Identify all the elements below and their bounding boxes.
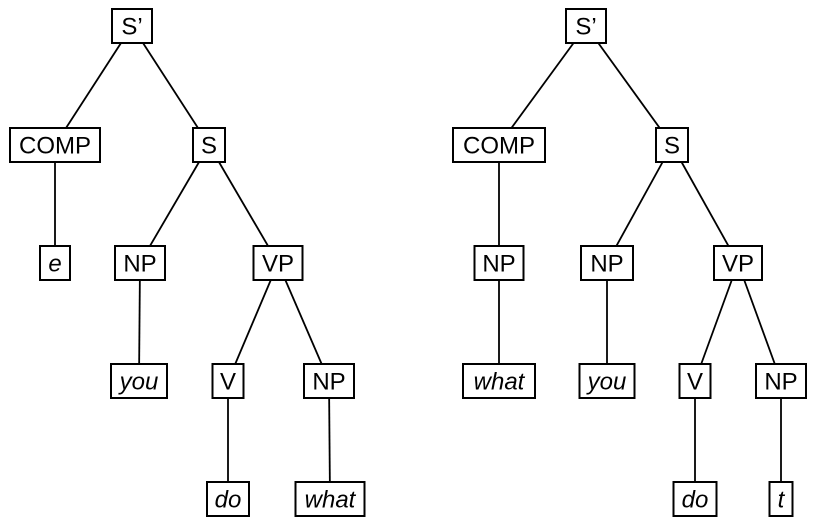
node-box [111,8,153,44]
node-box [713,245,763,281]
node-box [655,127,689,163]
node-label: NP [312,369,345,396]
right-tree: S’ COMP S NP NP VP what you V NP do t [452,8,807,517]
node-label: COMP [19,133,91,160]
left-tree-node-np1: NP [114,245,166,281]
node-box [452,127,546,163]
node-box [580,245,634,281]
node-box [565,8,607,44]
tree-edge-s-vp [671,144,739,264]
right-tree-node-you: you [578,363,636,399]
node-label: you [118,369,159,396]
node-label: S [201,133,217,160]
node-box [192,127,226,163]
node-box [678,363,712,399]
node-label: COMP [463,133,535,160]
tree-edge-sbar-comp [498,25,587,146]
node-box [114,245,166,281]
right-tree-node-comp: COMP [452,127,546,163]
node-box [252,245,304,281]
tree-edge-vp-np2 [737,262,782,382]
left-tree-node-v: V [211,363,245,399]
right-tree-node-np0: NP [473,245,525,281]
left-tree-node-vp: VP [252,245,304,281]
right-tree-node-what: what [462,363,536,399]
node-label: VP [262,251,294,278]
node-label: S [664,133,680,160]
right-tree-node-do: do [672,481,718,517]
node-box [294,481,366,517]
left-tree-node-what: what [294,481,366,517]
node-box [39,245,71,281]
node-box [211,363,245,399]
right-tree-node-np2: NP [755,363,807,399]
tree-edge-s-vp [208,144,279,264]
tree-edge-np1-you [138,262,141,382]
node-label: e [48,251,61,278]
node-box [303,363,355,399]
node-label: S’ [575,14,596,41]
node-box [206,481,250,517]
tree-edge-vp-v [227,262,279,382]
node-box [578,363,636,399]
tree-edge-s-np1 [606,144,673,264]
right-tree-node-sbar: S’ [565,8,607,44]
node-box [473,245,525,281]
tree-edge-sbar-comp [54,25,133,146]
left-tree-node-np2: NP [303,363,355,399]
node-box [9,127,101,163]
right-tree-node-vp: VP [713,245,763,281]
node-box [755,363,807,399]
node-label: you [586,369,627,396]
left-tree-node-do: do [206,481,250,517]
node-box [110,363,168,399]
tree-edge-np2-what [328,380,331,500]
node-label: NP [764,369,797,396]
left-tree-node-sbar: S’ [111,8,153,44]
tree-edge-sbar-s [131,25,210,146]
right-tree-node-np1: NP [580,245,634,281]
left-tree-node-s: S [192,127,226,163]
right-tree-node-v: V [678,363,712,399]
node-label: NP [123,251,156,278]
tree-edge-sbar-s [585,25,673,146]
node-label: do [215,487,242,514]
left-tree-node-you: you [110,363,168,399]
tree-edge-vp-np2 [277,262,330,382]
left-tree-node-e: e [39,245,71,281]
node-box [462,363,536,399]
node-label: NP [590,251,623,278]
left-tree-node-comp: COMP [9,127,101,163]
node-label: t [778,487,786,514]
right-tree-node-t: t [768,481,794,517]
node-box [768,481,794,517]
node-label: V [220,369,236,396]
right-tree-node-s: S [655,127,689,163]
node-label: V [687,369,703,396]
node-label: VP [722,251,754,278]
node-label: S’ [121,14,142,41]
node-label: what [305,487,357,514]
tree-edge-vp-v [694,262,739,382]
tree-edge-s-np1 [139,144,210,264]
node-label: do [682,487,709,514]
node-label: what [474,369,526,396]
node-label: NP [482,251,515,278]
node-box [672,481,718,517]
